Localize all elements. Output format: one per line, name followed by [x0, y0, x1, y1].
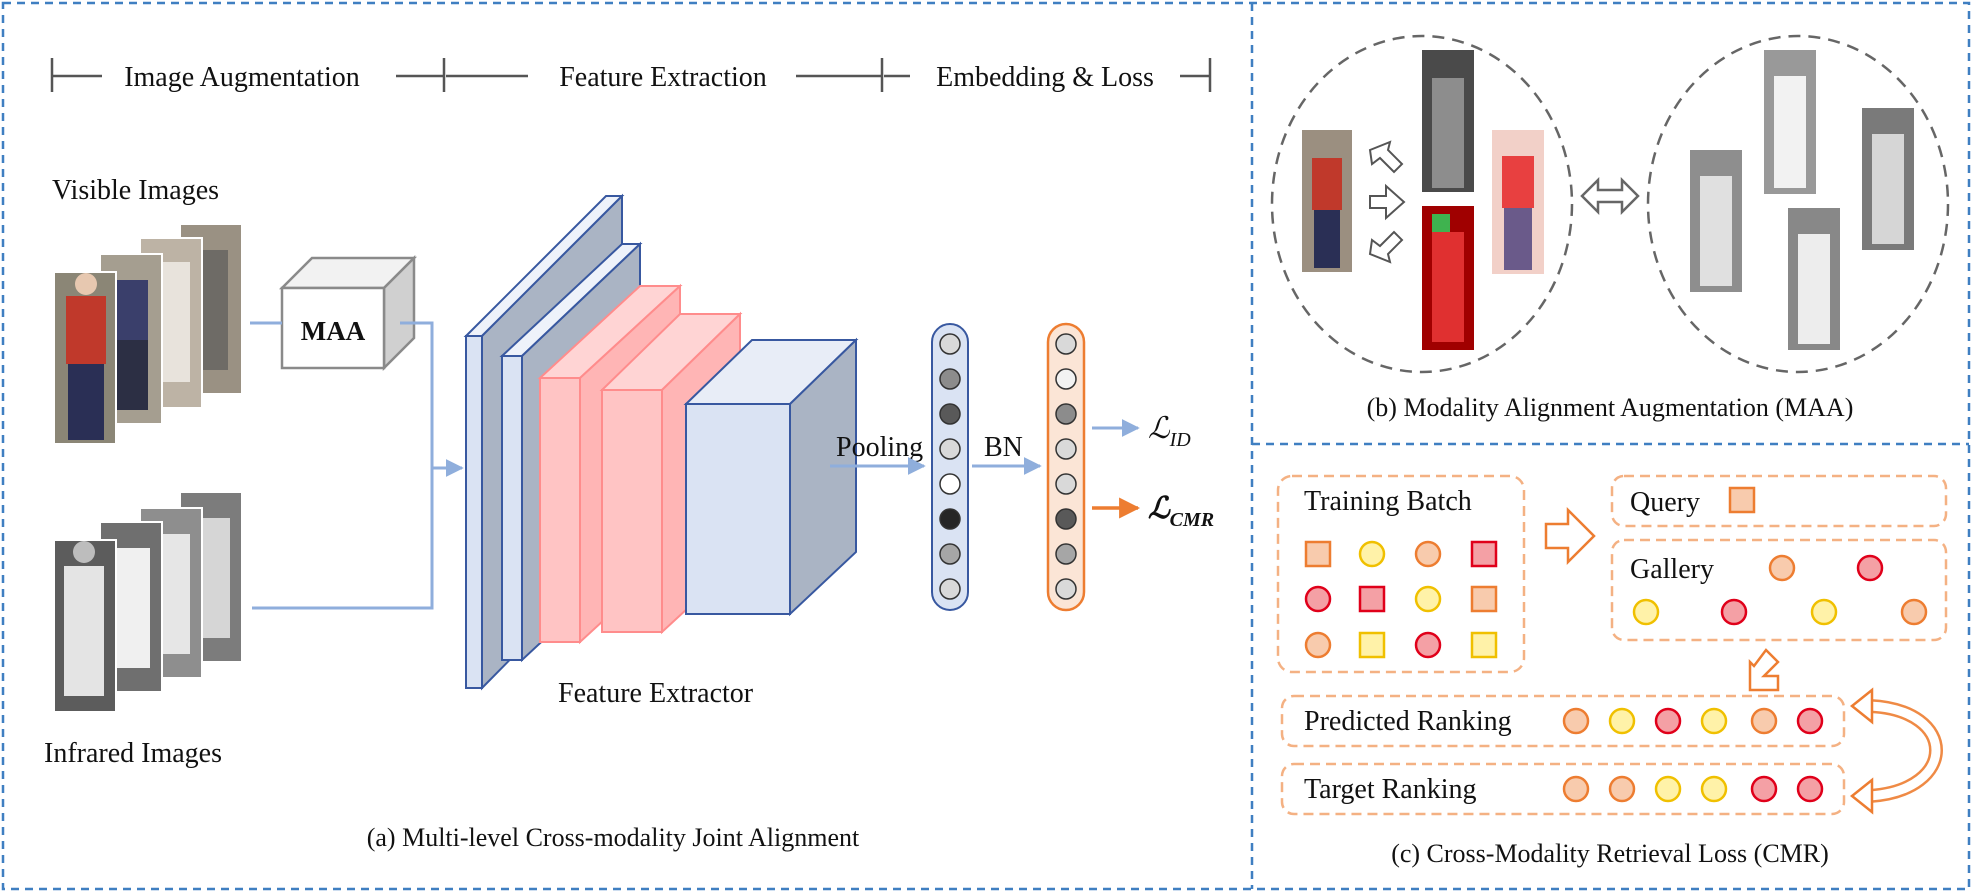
caption-a: (a) Multi-level Cross-modality Joint Ali… — [367, 823, 860, 852]
pool-cell — [939, 368, 961, 390]
batch-to-split-arrow — [1544, 506, 1596, 566]
target-ranking-label: Target Ranking — [1304, 774, 1476, 805]
pool-cell — [939, 543, 961, 565]
stage-embedding-loss: Embedding & Loss — [936, 62, 1154, 93]
training-batch: Training Batch — [1276, 474, 1526, 674]
caption-c: (c) Cross-Modality Retrieval Loss (CMR) — [1391, 839, 1829, 868]
maa-illustration — [1270, 34, 1950, 374]
gallery-box: Gallery — [1610, 538, 1948, 642]
feature-extractor-label: Feature Extractor — [558, 678, 754, 709]
gallery-to-ranking-arrow — [1748, 648, 1780, 692]
stage-header: Image Augmentation Feature Extraction Em… — [50, 58, 1212, 93]
bn-cell — [1055, 403, 1077, 425]
feature-extractor — [463, 193, 859, 691]
visible-image-stack — [53, 223, 243, 445]
pool-cell — [939, 403, 961, 425]
bn-vector — [1046, 322, 1086, 612]
pool-cell — [939, 333, 961, 355]
bn-cell — [1055, 333, 1077, 355]
infrared-image-stack — [53, 491, 243, 713]
pooling-label: Pooling — [836, 432, 923, 463]
bn-label: BN — [984, 432, 1023, 463]
ranking-feedback-arrow — [1849, 687, 1943, 815]
caption-b: (b) Modality Alignment Augmentation (MAA… — [1367, 393, 1854, 422]
bn-cell — [1055, 543, 1077, 565]
target-ranking: Target Ranking — [1280, 762, 1846, 816]
loss-cmr: ℒCMR — [1148, 492, 1214, 531]
training-batch-label: Training Batch — [1304, 486, 1472, 517]
query-label: Query — [1630, 487, 1700, 518]
input-arrows — [250, 321, 464, 610]
stage-feature-extraction: Feature Extraction — [559, 62, 767, 93]
visible-images-label: Visible Images — [52, 175, 219, 206]
predicted-ranking-label: Predicted Ranking — [1304, 706, 1512, 737]
pool-cell — [939, 578, 961, 600]
query-box: Query — [1610, 474, 1948, 528]
bn-cell — [1055, 508, 1077, 530]
bn-cell — [1055, 473, 1077, 495]
bn-cell — [1055, 578, 1077, 600]
gallery-label: Gallery — [1630, 554, 1714, 585]
bn-cell — [1055, 368, 1077, 390]
maa-label: MAA — [301, 316, 366, 346]
pool-cell — [939, 438, 961, 460]
pooling-vector — [931, 323, 969, 611]
maa-module: MAA — [278, 254, 418, 372]
bn-cell — [1055, 438, 1077, 460]
pool-cell — [939, 473, 961, 495]
stage-image-augmentation: Image Augmentation — [124, 62, 360, 93]
pool-cell — [939, 508, 961, 530]
infrared-images-label: Infrared Images — [44, 738, 222, 769]
loss-id: ℒID — [1148, 412, 1191, 451]
predicted-ranking: Predicted Ranking — [1280, 694, 1846, 748]
